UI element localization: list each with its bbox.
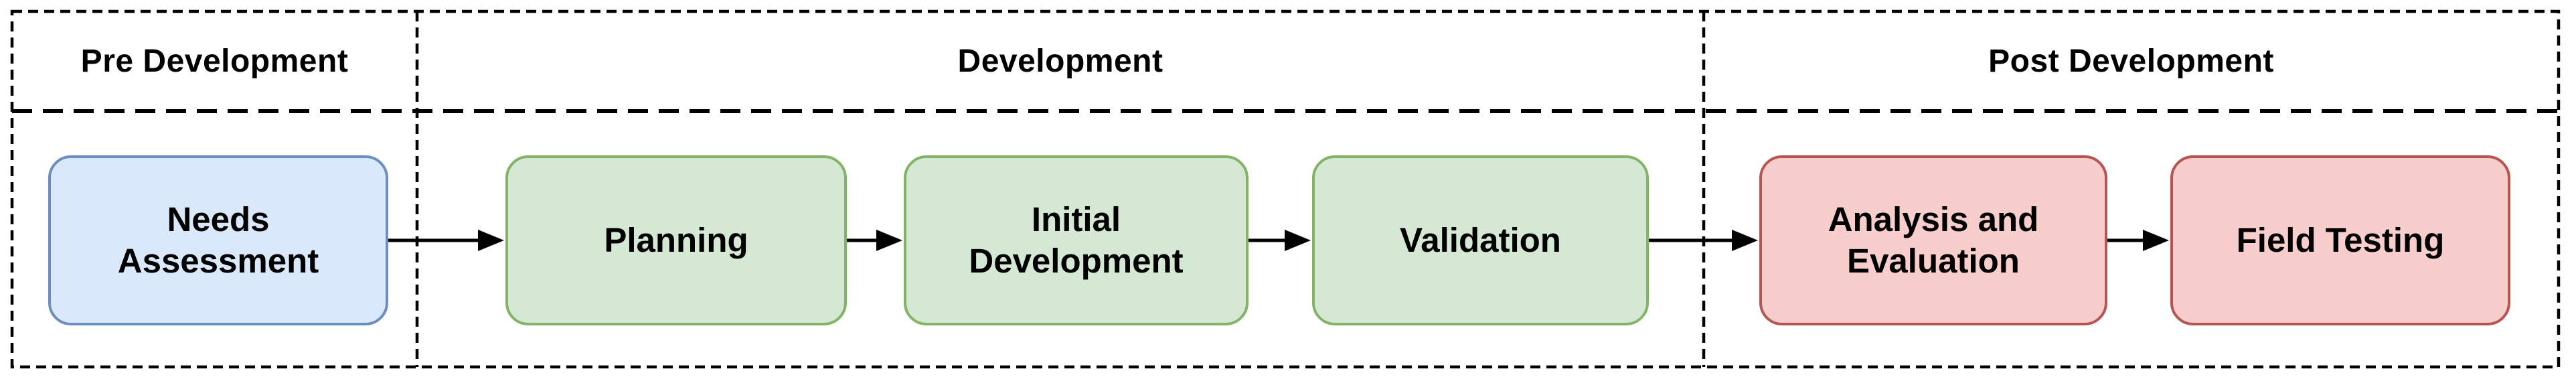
node-initial-development: Initial Development xyxy=(904,155,1249,325)
node-field-testing: Field Testing xyxy=(2170,155,2510,325)
arrow-head xyxy=(478,230,504,251)
arrow-head xyxy=(876,230,902,251)
node-planning: Planning xyxy=(505,155,847,325)
lane-header-post-development: Post Development xyxy=(1988,44,2274,79)
node-validation: Validation xyxy=(1312,155,1649,325)
flow-arrow-2 xyxy=(847,230,902,251)
flow-arrow-3 xyxy=(1249,230,1311,251)
flow-arrow-1 xyxy=(388,230,504,251)
arrow-head xyxy=(1732,230,1758,251)
flow-arrow-4 xyxy=(1649,230,1758,251)
node-needs-assessment: Needs Assessment xyxy=(48,155,388,325)
lane-header-pre-development: Pre Development xyxy=(80,44,349,79)
node-analysis-and-evaluation: Analysis and Evaluation xyxy=(1759,155,2107,325)
lane-header-development: Development xyxy=(957,44,1163,79)
arrow-head xyxy=(2143,230,2169,251)
arrow-head xyxy=(1285,230,1311,251)
flow-arrow-5 xyxy=(2107,230,2169,251)
